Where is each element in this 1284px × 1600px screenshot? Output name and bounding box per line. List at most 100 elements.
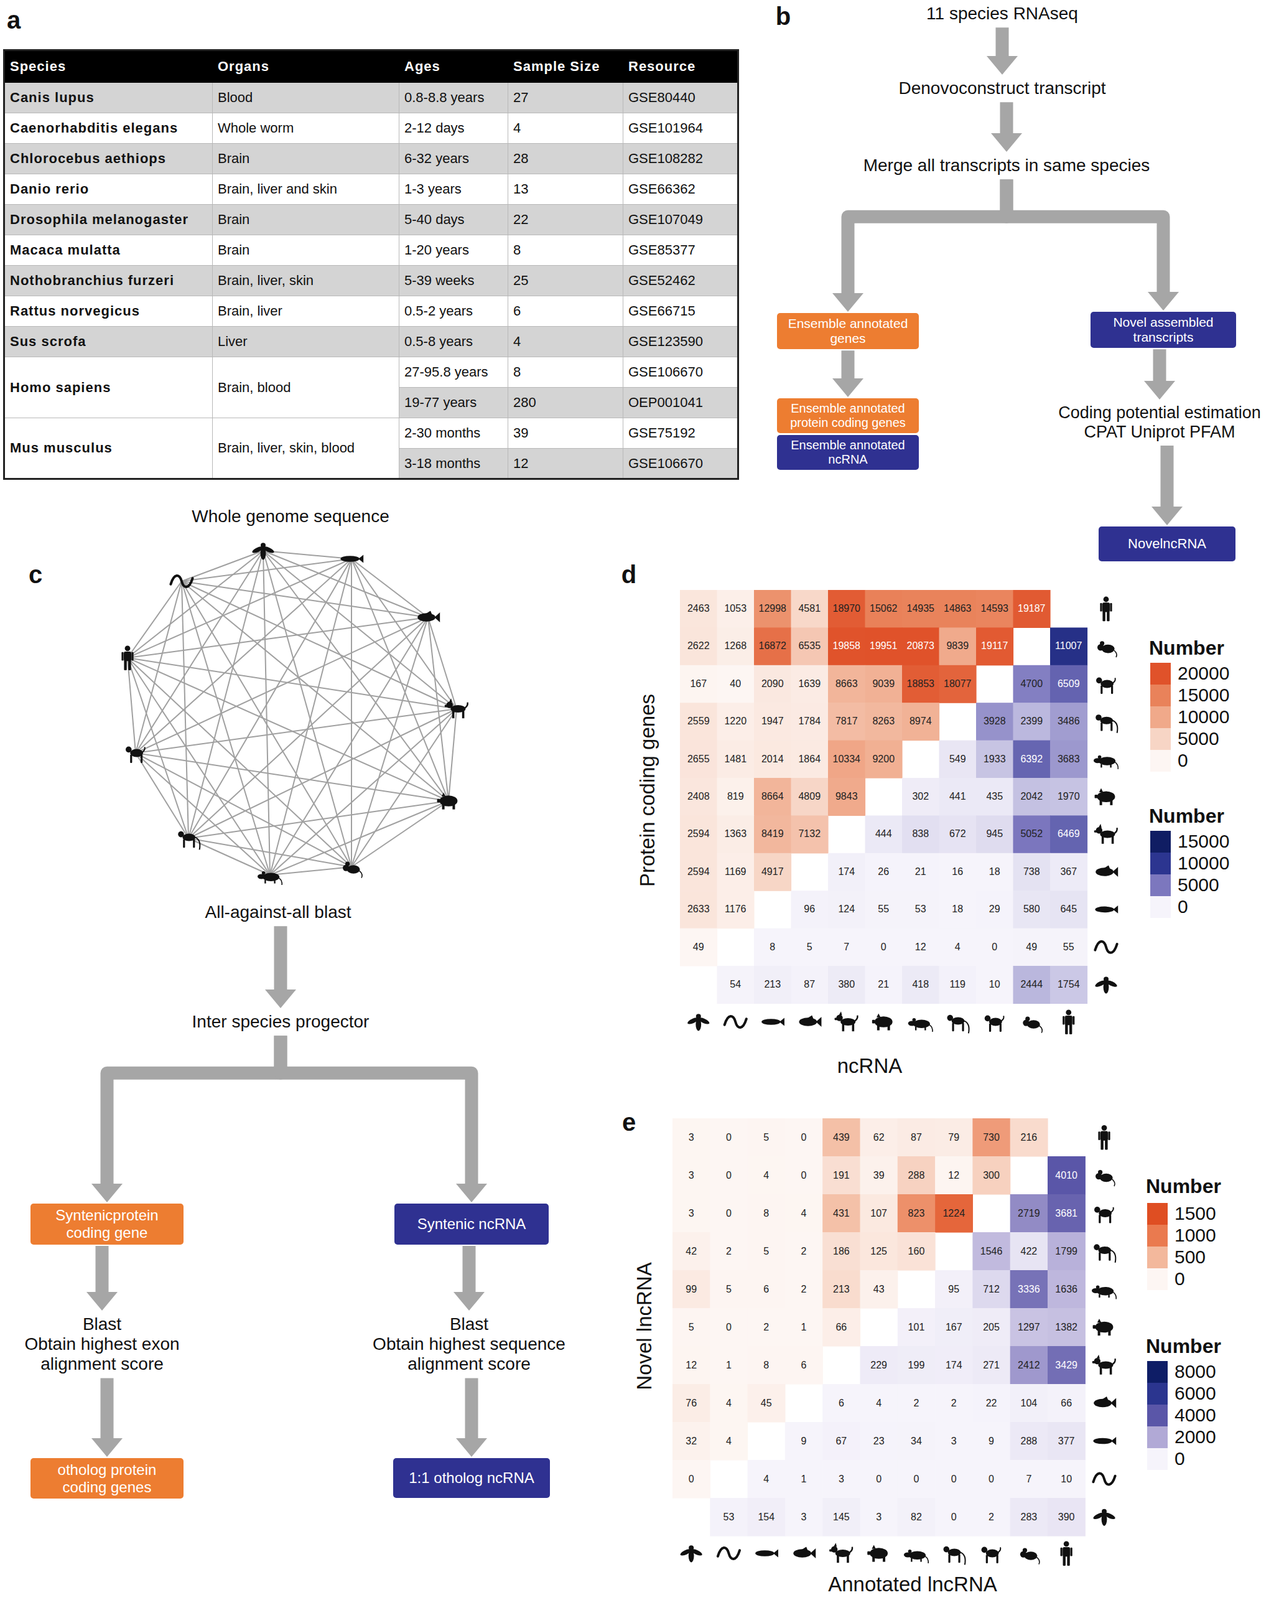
cell-value: 3928 (976, 702, 1014, 740)
legend-swatch (1150, 749, 1171, 773)
human-icon (121, 645, 134, 670)
legend-swatch (1150, 830, 1171, 853)
cell-value: 1970 (1050, 777, 1088, 815)
blast-link (135, 558, 352, 753)
human-icon-part (1106, 610, 1110, 621)
legend-title: Number (1149, 804, 1225, 828)
legend-swatch (1147, 1267, 1168, 1291)
heat-cell (860, 1269, 899, 1309)
heat-cell (860, 1421, 899, 1461)
vervet-icon-part (1108, 1251, 1111, 1261)
human-icon-part (1069, 1023, 1072, 1034)
heat-cell (972, 1231, 1011, 1271)
heat-cell (865, 814, 903, 853)
heat-cell (709, 1269, 748, 1309)
cell-value: 21 (865, 965, 903, 1003)
heat-cell (717, 965, 755, 1004)
pig-icon (872, 1012, 893, 1030)
heat-cell (1047, 1459, 1086, 1498)
cell-value: 124 (828, 890, 866, 928)
cell-value: 2559 (679, 702, 718, 740)
heat-cell (902, 665, 940, 703)
heat-cell (860, 1117, 899, 1157)
cell-value: 119 (939, 965, 977, 1003)
cell-value: 14593 (976, 589, 1014, 628)
flow-arrow (91, 1377, 123, 1457)
legend-label: 1000 (1174, 1224, 1217, 1247)
table-cell: Brain, liver, skin (212, 265, 400, 297)
cell-text: 27-95.8 years (404, 363, 489, 380)
step-text: 11 species RNAseq (896, 1, 1108, 27)
fly-icon (1094, 976, 1118, 993)
dog-icon-part (444, 704, 449, 708)
cell-value: 2463 (679, 589, 718, 628)
heat-cell (897, 1383, 936, 1423)
blast-link (263, 550, 457, 709)
cell-text: Macaca mulatta (9, 241, 121, 258)
dog-icon-part (839, 1010, 843, 1015)
macaque-icon (1096, 677, 1116, 694)
rat-icon-part (915, 1026, 917, 1031)
killifish-icon-part (1095, 867, 1114, 876)
table-cell: Sus scrofa (4, 326, 213, 358)
cell-value: 6 (785, 1345, 823, 1384)
killifish-icon-part (798, 1017, 817, 1026)
heat-cell (976, 627, 1014, 666)
heat-cell (897, 1497, 936, 1536)
arrow-head (455, 1437, 488, 1457)
killifish-icon-part (425, 610, 432, 615)
heat-cell (747, 1497, 786, 1536)
pig-icon-part (1093, 1324, 1097, 1329)
macaque-icon-part (1109, 1214, 1112, 1224)
mouse-icon (1097, 640, 1117, 657)
heat-cell (935, 1117, 973, 1157)
cell-value: 367 (1050, 852, 1088, 891)
panel-letter: e (622, 1107, 636, 1136)
cell-value: 5 (791, 928, 829, 966)
heat-cell (976, 740, 1014, 779)
human-icon-part (1104, 1139, 1108, 1150)
step-text: Coding potential estimation CPAT Uniprot… (1040, 400, 1280, 445)
cell-value: 7132 (791, 814, 829, 853)
macaque-icon-part (1112, 677, 1116, 683)
cell-text: 0.5-8 years (404, 333, 473, 349)
macaque-icon-part (130, 753, 132, 763)
heat-cell (672, 1269, 711, 1309)
blast-link (428, 617, 449, 801)
heat-cell (972, 1269, 1011, 1309)
vervet-icon-part (1100, 722, 1103, 731)
header-cell: Ages (399, 50, 509, 83)
fly-icon-part (1092, 1511, 1105, 1521)
fly-icon-part (686, 1015, 700, 1026)
cell-text: GSE52462 (628, 272, 696, 289)
cell-text: 6-32 years (404, 150, 470, 167)
heat-cell (865, 627, 903, 666)
blast-link (188, 837, 352, 867)
legend-label: 5000 (1177, 874, 1220, 896)
cell-value: 96 (791, 890, 829, 928)
node-text: Syntenicprotein coding gene (35, 1206, 179, 1241)
axis-title: Annotated lncRNA (828, 1572, 998, 1596)
cell-value: 5 (709, 1269, 748, 1308)
heat-cell (1010, 1231, 1049, 1271)
arrow-shaft (95, 1245, 109, 1292)
cell-value: 819 (717, 777, 755, 815)
table-cell: GSE123590 (623, 326, 739, 358)
rat-icon-part (278, 877, 282, 885)
heat-cell (935, 1155, 973, 1195)
cell-value: 6 (822, 1383, 860, 1422)
cell-value: 288 (897, 1155, 936, 1194)
heat-cell (1013, 928, 1051, 967)
human-icon-part (1102, 610, 1105, 621)
node-text: Blast (12, 1313, 192, 1334)
heat-cell (935, 1345, 973, 1385)
mouse-icon-part (1027, 1019, 1041, 1029)
rat-icon-part (912, 1017, 917, 1022)
rat-icon-part (925, 1555, 929, 1563)
table-cell: GSE101964 (623, 113, 739, 144)
pig-icon-part (1109, 799, 1113, 805)
heat-cell (785, 1307, 824, 1347)
step-text: BlastObtain highest exon alignment score (8, 1311, 196, 1377)
dog-icon (1094, 823, 1118, 844)
